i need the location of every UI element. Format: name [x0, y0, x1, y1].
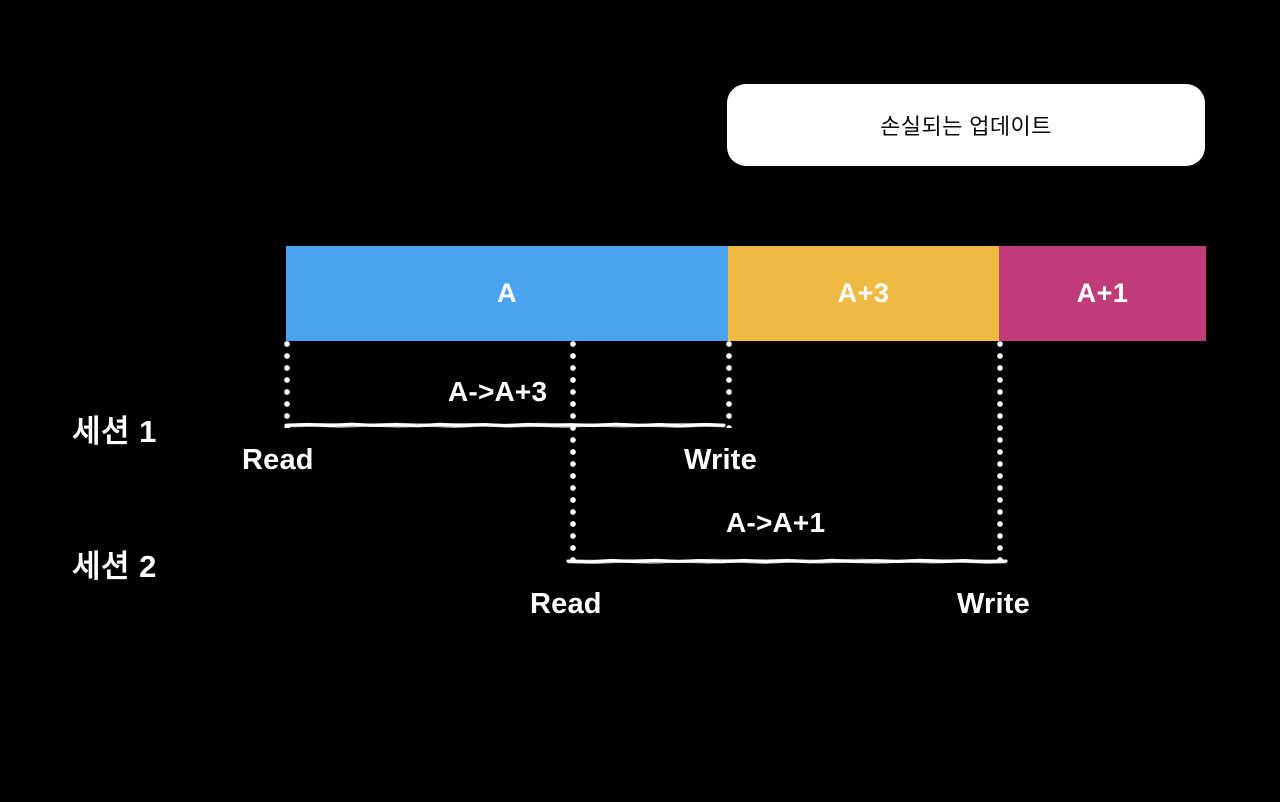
diagram-title-card: 손실되는 업데이트	[727, 84, 1205, 166]
guide-line-session1-write	[726, 340, 732, 428]
session1-operation-label: A->A+3	[448, 376, 548, 407]
session-label-2: 세션 2	[72, 549, 157, 584]
page-title: 손실되는 업데이트	[880, 114, 1052, 139]
session2-read-label: Read	[530, 588, 602, 620]
session1-write-label: Write	[684, 444, 757, 476]
session2-operation-label: A->A+1	[726, 507, 826, 538]
guide-line-session1-read	[284, 340, 290, 428]
guide-line-session2-write	[997, 340, 1003, 564]
session1-duration-line	[284, 419, 736, 430]
guide-line-session2-read	[570, 340, 576, 564]
value-segment-label: A+1	[1076, 278, 1129, 308]
session2-duration-line	[566, 555, 1018, 566]
value-segment-a-plus-1: A+1	[999, 246, 1206, 341]
session-label-1: 세션 1	[72, 414, 157, 449]
value-timeline-bar: A A+3 A+1	[286, 246, 1206, 341]
value-segment-a-plus-3: A+3	[728, 246, 999, 341]
value-segment-a: A	[286, 246, 728, 341]
session2-write-label: Write	[957, 588, 1030, 620]
value-segment-label: A+3	[837, 278, 890, 308]
value-segment-label: A	[497, 278, 517, 308]
session1-read-label: Read	[242, 444, 314, 476]
